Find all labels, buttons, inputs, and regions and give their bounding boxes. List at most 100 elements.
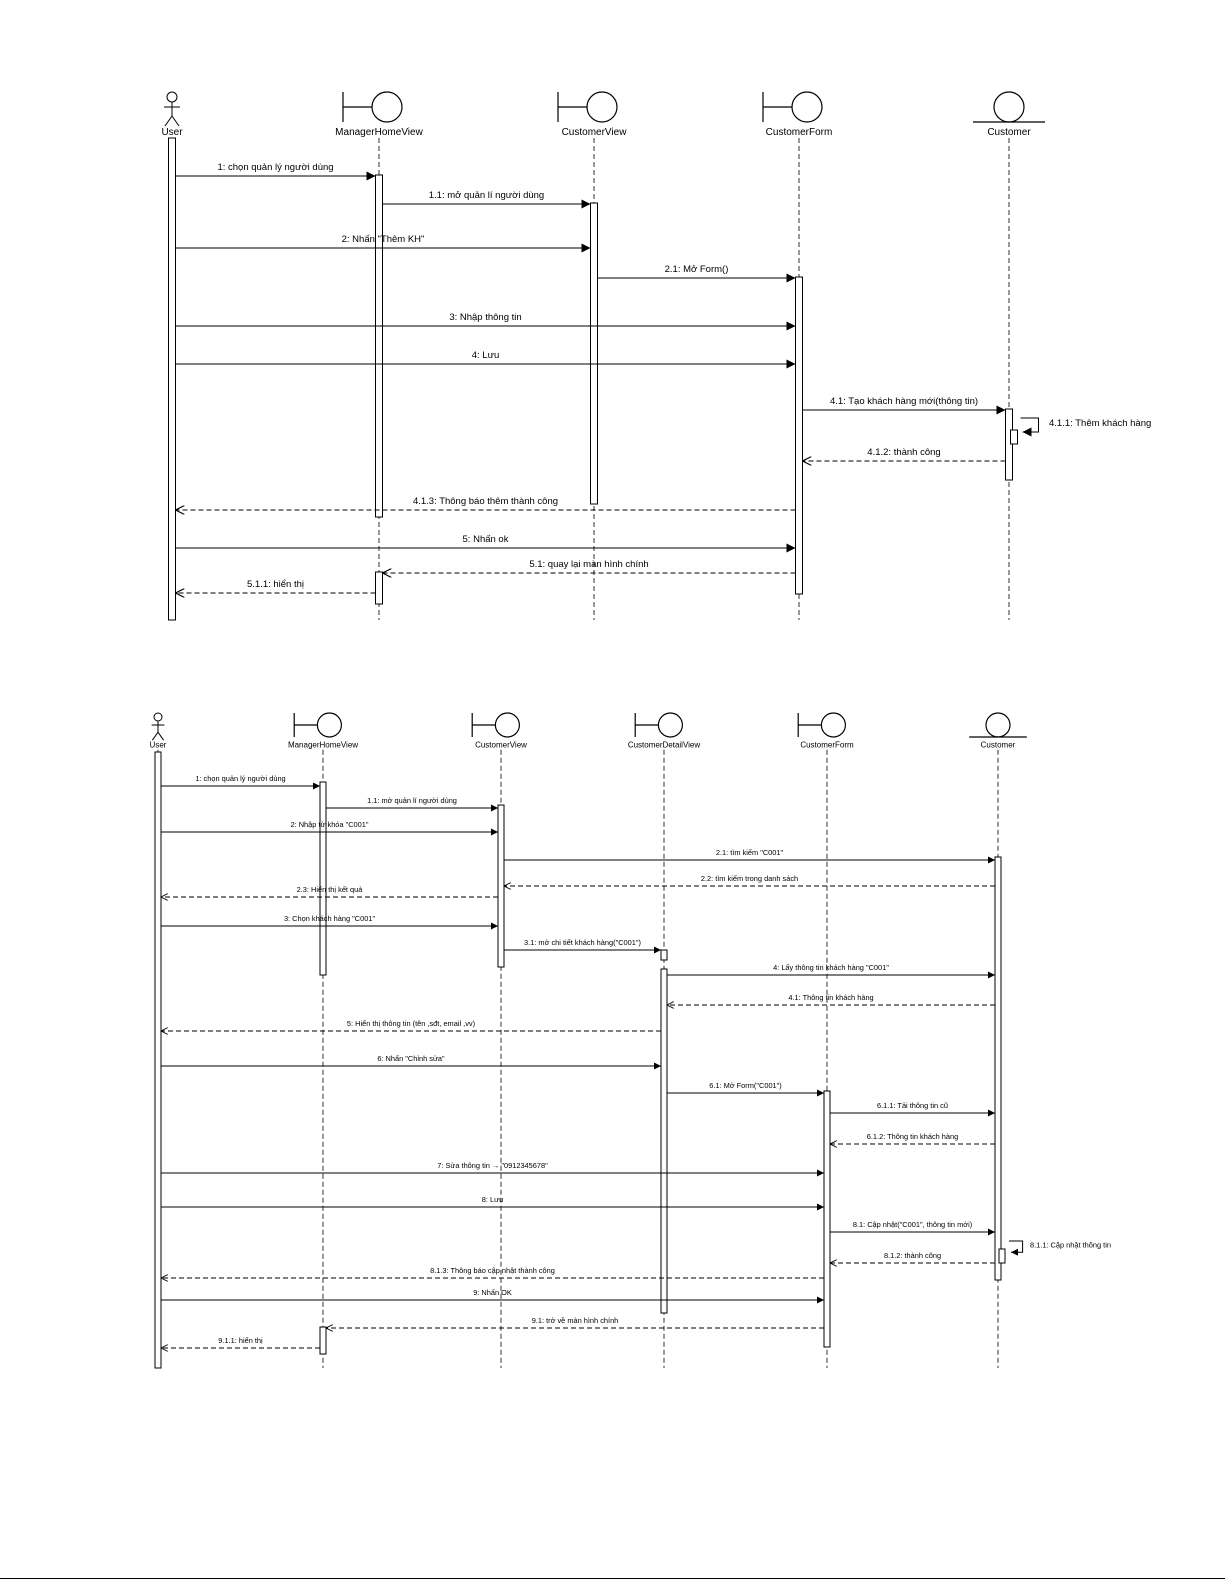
sequence-diagram-edit-customer: User ManagerHomeView CustomerView CustomerD… [150, 712, 1111, 1369]
message-label: 6.1.2: Thông tin khách hàng [867, 1132, 959, 1141]
message-label: 9.1: trở về màn hình chính [532, 1316, 619, 1325]
activation-bar [375, 571, 383, 605]
message-label: 8.1.2: thành công [884, 1251, 941, 1260]
message-return: 2.3: Hiển thị kết quả [161, 885, 498, 897]
participant-label: Customer [987, 127, 1031, 138]
message-label: 4.1: Tạo khách hàng mới(thông tin) [830, 396, 978, 407]
message-call: 3: Chọn khách hàng "C001" [161, 914, 498, 930]
activation-bar [319, 1326, 327, 1355]
activation-bar [660, 949, 668, 961]
message-label: 2.3: Hiển thị kết quả [297, 885, 364, 894]
participant-label: User [150, 740, 167, 749]
message-label: 3: Chọn khách hàng "C001" [284, 914, 376, 923]
message-label: 2: Nhấn "Thêm KH" [342, 234, 425, 245]
message-label: 8.1.3: Thông báo cập nhật thành công [430, 1266, 555, 1275]
message-call: 8: Lưu [161, 1195, 824, 1211]
self-call-arrow [1020, 417, 1039, 437]
message-return: 8.1.3: Thông báo cập nhật thành công [161, 1266, 824, 1278]
activation-bar [168, 137, 176, 621]
message-label: 7: Sửa thông tin → "0912345678" [437, 1161, 548, 1170]
message-call: 1.1: mở quản lí người dùng [382, 190, 591, 209]
message-return: 4.1.2: thành công [802, 447, 1006, 461]
message-call: 1: chọn quản lý người dùng [161, 774, 320, 790]
message-return: 5: Hiển thị thông tin (tên ,sđt, email ,… [161, 1019, 661, 1031]
message-label: 4.1.3: Thông báo thêm thành công [413, 496, 558, 507]
message-label: 4: Lưu [472, 350, 500, 361]
message-call: 2.1: Mở Form() [597, 264, 796, 283]
message-call: 5: Nhấn ok [175, 534, 796, 553]
participant-label: ManagerHomeView [335, 127, 423, 138]
activation-bar [590, 202, 598, 505]
message-label: 4: Lấy thông tin khách hàng "C001" [773, 963, 889, 972]
message-label: 2: Nhập từ khóa "C001" [291, 820, 369, 829]
actor-stick-figure-icon [151, 712, 165, 741]
boundary-icon [634, 712, 684, 738]
activation-bar [994, 856, 1002, 1281]
self-call-arrow [1009, 1240, 1024, 1256]
participant-cust: Customer [973, 91, 1045, 620]
message-call: 4.1: Tạo khách hàng mới(thông tin) [802, 396, 1006, 415]
entity-icon [969, 712, 1027, 738]
message-call: 9: Nhấn OK [161, 1288, 824, 1304]
message-label: 5.1: quay lại màn hình chính [529, 559, 648, 570]
activation-bar [1010, 429, 1018, 445]
message-label: 1: chọn quản lý người dùng [195, 774, 285, 783]
message-return: 6.1.2: Thông tin khách hàng [830, 1132, 995, 1144]
boundary-icon [471, 712, 520, 738]
message-self: 8.1.1: Cập nhật thông tin [1009, 1240, 1111, 1256]
message-label: 9.1.1: hiển thị [218, 1336, 263, 1345]
message-label: 8.1.1: Cập nhật thông tin [1030, 1240, 1111, 1249]
message-call: 6: Nhấn "Chỉnh sửa" [161, 1054, 661, 1070]
participant-label: ManagerHomeView [288, 740, 358, 749]
message-call: 2: Nhập từ khóa "C001" [161, 820, 498, 836]
activation-bar [795, 276, 803, 595]
participant-label: CustomerForm [766, 127, 833, 138]
participant-mhv: ManagerHomeView [288, 712, 358, 1368]
boundary-icon [797, 712, 847, 738]
participant-label: Customer [981, 740, 1016, 749]
message-label: 8: Lưu [482, 1195, 503, 1204]
activation-bar [154, 751, 162, 1369]
activation-bar [497, 804, 505, 968]
message-return: 5.1.1: hiển thị [175, 579, 376, 593]
message-label: 4.1.2: thành công [867, 447, 940, 458]
activation-bar [823, 1090, 831, 1348]
page-bottom-rule [0, 1578, 1225, 1579]
message-label: 6: Nhấn "Chỉnh sửa" [377, 1054, 445, 1063]
message-label: 8.1: Cập nhật("C001", thông tin mới) [853, 1220, 972, 1229]
participant-label: CustomerView [475, 740, 527, 749]
message-return: 9.1: trở về màn hình chính [326, 1316, 824, 1328]
message-label: 2.2: tìm kiếm trong danh sách [701, 874, 798, 883]
message-label: 5.1.1: hiển thị [247, 579, 304, 590]
boundary-icon [342, 91, 403, 123]
message-label: 4.1: Thông tin khách hàng [788, 993, 873, 1002]
boundary-icon [762, 91, 823, 123]
boundary-icon [557, 91, 618, 123]
message-return: 9.1.1: hiển thị [161, 1336, 320, 1348]
participant-cv: CustomerView [471, 712, 527, 1368]
activation-bar [660, 968, 668, 1314]
boundary-icon [293, 712, 342, 738]
participant-label: CustomerForm [800, 740, 854, 749]
activation-bar [375, 174, 383, 518]
message-label: 1.1: mở quản lí người dùng [367, 796, 457, 805]
participant-label: CustomerDetailView [628, 740, 701, 749]
message-call: 8.1: Cập nhật("C001", thông tin mới) [830, 1220, 995, 1236]
message-call: 3.1: mở chi tiết khách hàng("C001") [504, 938, 661, 954]
actor-stick-figure-icon [164, 91, 180, 127]
message-label: 3: Nhập thông tin [449, 312, 521, 323]
message-call: 2.1: tìm kiếm "C001" [504, 848, 995, 864]
message-call: 4: Lấy thông tin khách hàng "C001" [667, 963, 995, 979]
message-label: 2.1: Mở Form() [665, 264, 729, 275]
message-self: 4.1.1: Thêm khách hàng [1020, 417, 1151, 437]
participant-label: CustomerView [562, 127, 628, 138]
message-label: 1: chọn quản lý người dùng [217, 162, 333, 173]
message-label: 9: Nhấn OK [473, 1288, 512, 1297]
message-label: 1.1: mở quản lí người dùng [429, 190, 544, 201]
message-return: 4.1: Thông tin khách hàng [667, 993, 995, 1005]
message-label: 5: Nhấn ok [463, 534, 509, 545]
message-return: 2.2: tìm kiếm trong danh sách [504, 874, 995, 886]
message-label: 4.1.1: Thêm khách hàng [1049, 418, 1151, 429]
